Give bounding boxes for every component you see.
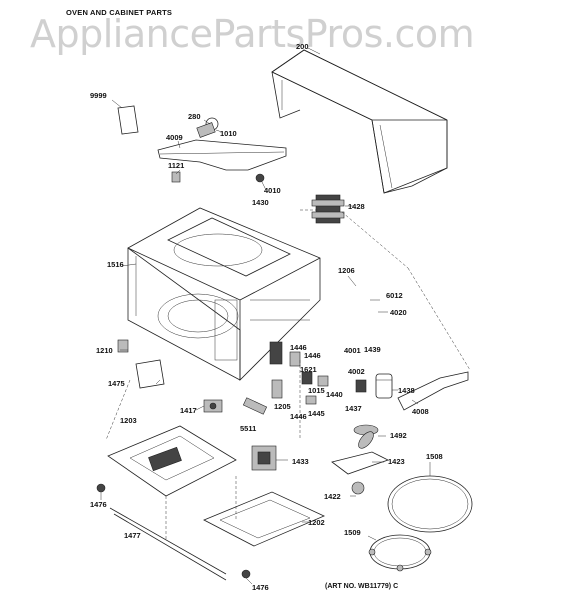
label-1422[interactable]: 1422 <box>324 492 341 501</box>
label-1202[interactable]: 1202 <box>308 518 325 527</box>
label-1476-bottom[interactable]: 1476 <box>252 583 269 592</box>
label-1476-left[interactable]: 1476 <box>90 500 107 509</box>
label-1508[interactable]: 1508 <box>426 452 443 461</box>
label-1446-upper[interactable]: 1446 <box>290 343 307 352</box>
label-1492[interactable]: 1492 <box>390 431 407 440</box>
leader-lines <box>100 47 471 585</box>
part-magnetron[interactable] <box>300 194 345 224</box>
part-air-duct[interactable] <box>397 371 469 411</box>
part-cover-sheet[interactable] <box>135 359 165 389</box>
part-hinge[interactable] <box>117 339 129 353</box>
part-number-labels: 200 9999 280 1010 4009 1121 4010 1430 14… <box>90 42 443 592</box>
label-1509[interactable]: 1509 <box>344 528 361 537</box>
label-1206[interactable]: 1206 <box>338 266 355 275</box>
label-9999[interactable]: 9999 <box>90 91 107 100</box>
label-1428[interactable]: 1428 <box>348 202 365 211</box>
label-4020[interactable]: 4020 <box>390 308 407 317</box>
part-base-plate[interactable] <box>107 425 237 497</box>
part-capacitor[interactable] <box>375 373 393 399</box>
part-glass-tray[interactable] <box>387 475 473 533</box>
label-1205[interactable]: 1205 <box>274 402 291 411</box>
diagram-title: OVEN AND CABINET PARTS <box>66 8 173 17</box>
label-1010[interactable]: 1010 <box>220 129 237 138</box>
watermark: AppliancePartsPros.com <box>30 12 475 56</box>
label-5511[interactable]: 5511 <box>240 424 256 433</box>
label-6012[interactable]: 6012 <box>386 291 403 300</box>
label-1475[interactable]: 1475 <box>108 379 125 388</box>
label-4008[interactable]: 4008 <box>412 407 429 416</box>
label-200[interactable]: 200 <box>296 42 309 51</box>
label-1437[interactable]: 1437 <box>345 404 362 413</box>
label-1621[interactable]: 1621 <box>300 365 317 374</box>
label-1445[interactable]: 1445 <box>308 409 325 418</box>
part-outer-case[interactable] <box>271 49 448 194</box>
label-1446-mid[interactable]: 1446 <box>304 351 321 360</box>
part-coupler[interactable] <box>331 451 390 495</box>
label-1433[interactable]: 1433 <box>292 457 309 466</box>
label-1440[interactable]: 1440 <box>326 390 343 399</box>
label-4002[interactable]: 4002 <box>348 367 365 376</box>
label-4001[interactable]: 4001 <box>344 346 361 355</box>
part-oven-cavity[interactable] <box>127 207 321 381</box>
label-1203[interactable]: 1203 <box>120 416 137 425</box>
part-turntable-motor[interactable] <box>203 399 223 413</box>
label-1015[interactable]: 1015 <box>308 386 325 395</box>
label-1439[interactable]: 1439 <box>364 345 381 354</box>
part-base-frame[interactable] <box>203 491 325 547</box>
label-1438[interactable]: 1438 <box>398 386 415 395</box>
label-1516[interactable]: 1516 <box>107 260 124 269</box>
part-lamp-bracket[interactable] <box>157 117 287 183</box>
label-1477[interactable]: 1477 <box>124 531 141 540</box>
part-interlock-switches[interactable] <box>269 341 367 405</box>
label-1210[interactable]: 1210 <box>96 346 113 355</box>
label-280[interactable]: 280 <box>188 112 201 121</box>
label-1446-lower[interactable]: 1446 <box>290 412 307 421</box>
part-literature[interactable] <box>111 99 139 135</box>
label-1430[interactable]: 1430 <box>252 198 269 207</box>
label-1423[interactable]: 1423 <box>388 457 405 466</box>
label-4009[interactable]: 4009 <box>166 133 183 142</box>
part-thermostat[interactable] <box>242 397 268 415</box>
label-1121[interactable]: 1121 <box>168 161 184 170</box>
part-rail[interactable] <box>109 507 227 581</box>
part-fan-blade[interactable] <box>353 424 379 451</box>
art-number: (ART NO. WB11779) C <box>325 583 399 590</box>
part-roller-ring[interactable] <box>368 534 432 572</box>
label-4010[interactable]: 4010 <box>264 186 281 195</box>
part-transformer[interactable] <box>251 445 277 471</box>
label-1417[interactable]: 1417 <box>180 406 197 415</box>
